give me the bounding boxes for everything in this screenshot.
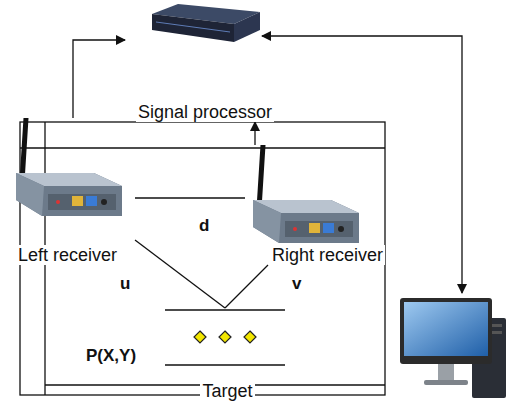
connector: [73, 40, 125, 118]
node-label: Target: [200, 381, 254, 401]
node-label-row: Right receiver: [245, 245, 410, 265]
node-label: Signal processor: [136, 102, 274, 122]
processor-icon: [150, 2, 262, 50]
right-receiver: Right receiver: [245, 145, 410, 265]
receiver-icon: [12, 118, 127, 223]
computer-icon: [400, 298, 506, 398]
node-label: Left receiver: [16, 245, 119, 265]
node-label-row: Target: [165, 381, 290, 401]
distance-label: u: [118, 274, 132, 294]
signal-processor: Signal processor: [125, 0, 285, 122]
connector: [225, 265, 268, 308]
distance-label: d: [197, 216, 211, 236]
computer-link: [262, 36, 462, 293]
receiver-icon: [249, 145, 364, 250]
node-label-row: Signal processor: [125, 102, 285, 122]
left-receiver: Left receiver: [0, 118, 135, 265]
node-label: Right receiver: [270, 245, 385, 265]
target-lines: [165, 308, 290, 370]
point-label: P(X,Y): [84, 346, 138, 366]
target-zone: Target: [165, 308, 290, 401]
connector: [135, 240, 225, 308]
distance-label: v: [290, 274, 303, 294]
node-label-row: Left receiver: [0, 245, 135, 265]
connector: [254, 122, 255, 145]
connector: [135, 197, 245, 198]
